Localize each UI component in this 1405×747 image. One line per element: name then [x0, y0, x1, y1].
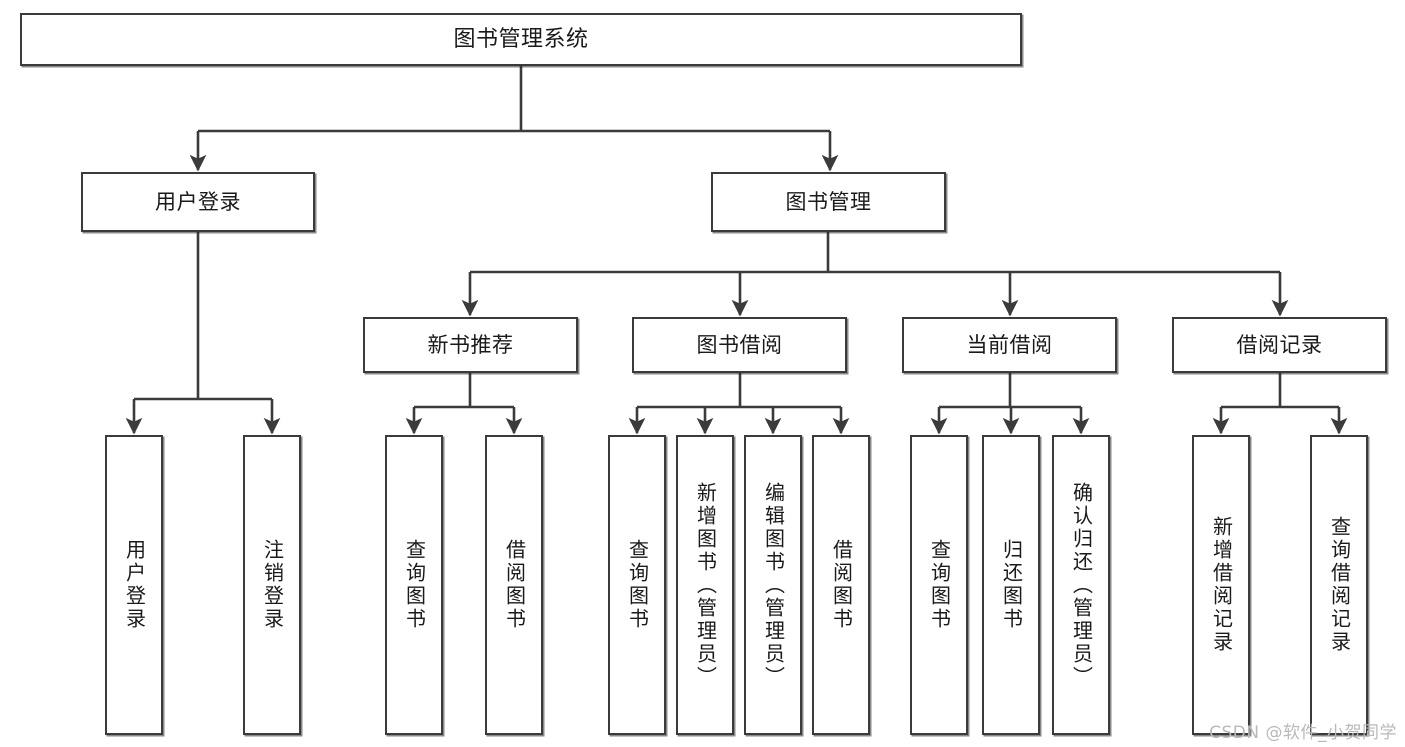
- csdn-watermark: CSDN @软件_小贺同学: [1209, 723, 1397, 743]
- leaf-add-borrow-record[interactable]: 新增借阅记录: [1192, 435, 1250, 735]
- leaf-confirm-return-admin[interactable]: 确认归还（管理员）: [1052, 435, 1110, 735]
- node-label: 查询图书: [402, 539, 427, 631]
- leaf-query-borrow-record[interactable]: 查询借阅记录: [1310, 435, 1368, 735]
- leaf-return-book[interactable]: 归还图书: [982, 435, 1040, 735]
- node-label: 查询图书: [625, 539, 650, 631]
- node-label: 图书管理: [785, 189, 872, 214]
- leaf-edit-book-admin[interactable]: 编辑图书（管理员）: [744, 435, 802, 735]
- node-level2-user-login[interactable]: 用户登录: [81, 172, 315, 232]
- node-level3-borrow-record[interactable]: 借阅记录: [1172, 317, 1387, 373]
- leaf-add-book-admin[interactable]: 新增图书（管理员）: [676, 435, 734, 735]
- leaf-user-login[interactable]: 用户登录: [105, 435, 163, 735]
- node-label: 图书管理系统: [453, 26, 589, 52]
- node-label: 查询借阅记录: [1327, 516, 1352, 654]
- leaf-query-book-recommend[interactable]: 查询图书: [385, 435, 443, 735]
- node-label: 新书推荐: [427, 332, 514, 357]
- node-level2-book-management[interactable]: 图书管理: [711, 172, 946, 232]
- leaf-borrow-book-recommend[interactable]: 借阅图书: [485, 435, 543, 735]
- leaf-query-book-borrow[interactable]: 查询图书: [608, 435, 666, 735]
- node-root[interactable]: 图书管理系统: [20, 13, 1022, 66]
- node-level3-current-borrow[interactable]: 当前借阅: [902, 317, 1117, 373]
- node-label: 确认归还（管理员）: [1069, 481, 1094, 689]
- node-label: 新增借阅记录: [1209, 516, 1234, 654]
- node-label: 图书借阅: [696, 332, 783, 357]
- node-label: 用户登录: [155, 189, 241, 214]
- node-label: 查询图书: [927, 539, 952, 631]
- node-label: 新增图书（管理员）: [693, 481, 718, 689]
- leaf-query-book-current[interactable]: 查询图书: [910, 435, 968, 735]
- node-label: 借阅图书: [502, 539, 527, 631]
- node-label: 借阅记录: [1236, 332, 1323, 357]
- node-level3-book-borrow[interactable]: 图书借阅: [632, 317, 847, 373]
- leaf-logout[interactable]: 注销登录: [243, 435, 301, 735]
- node-label: 借阅图书: [829, 539, 854, 631]
- node-level3-new-book-recommend[interactable]: 新书推荐: [363, 317, 578, 373]
- node-label: 编辑图书（管理员）: [761, 481, 786, 689]
- node-label: 注销登录: [260, 539, 285, 631]
- node-label: 当前借阅: [966, 332, 1053, 357]
- node-label: 用户登录: [122, 539, 147, 631]
- leaf-borrow-book[interactable]: 借阅图书: [812, 435, 870, 735]
- node-label: 归还图书: [999, 539, 1024, 631]
